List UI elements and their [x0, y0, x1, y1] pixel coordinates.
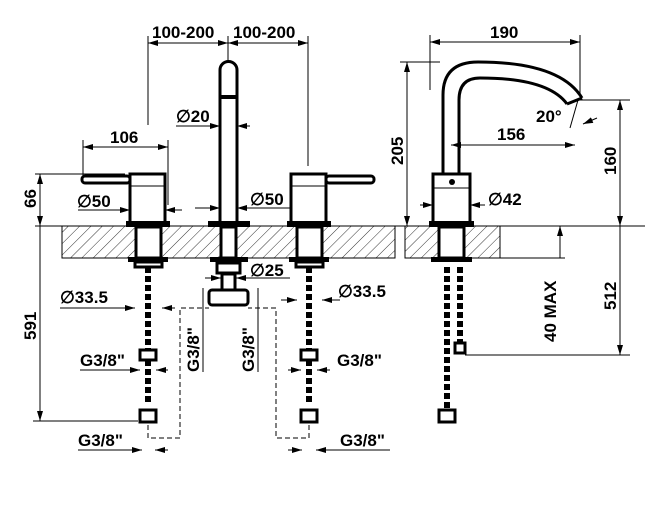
- body-diameter-label: ∅42: [488, 190, 522, 209]
- handle-height-label: 66: [21, 189, 40, 208]
- right-handle: [287, 172, 376, 269]
- thread-left-upper-label: G3/8": [80, 351, 125, 370]
- spout-height-label: 205: [388, 137, 407, 165]
- handle-diameter-right-label: ∅50: [250, 190, 284, 209]
- spout-diameter-label: ∅20: [176, 107, 210, 126]
- side-view-faucet: [429, 60, 584, 424]
- spout-reach-label: 190: [490, 23, 518, 42]
- outlet-height-label: 160: [601, 147, 620, 175]
- side-hose-length-label: 512: [601, 282, 620, 310]
- right-hose: [299, 267, 319, 424]
- spout-angle-label: 20°: [536, 107, 562, 126]
- left-connection-dashed: [147, 307, 209, 439]
- handle-diameter-left-label: ∅50: [77, 192, 111, 211]
- spout-shank-diameter-label: ∅25: [250, 261, 284, 280]
- spacing-right-label: 100-200: [233, 23, 295, 42]
- max-counter-thickness-label: 40 MAX: [541, 280, 560, 342]
- right-connection-dashed: [248, 307, 310, 439]
- thread-left-lower-label: G3/8": [78, 431, 123, 450]
- shank-diameter-left-label: ∅33.5: [60, 288, 108, 307]
- shank-diameter-right-label: ∅33.5: [338, 282, 386, 301]
- lever-length-label: 106: [110, 128, 138, 147]
- thread-center-right-label: G3/8": [239, 327, 258, 372]
- thread-right-upper-label: G3/8": [337, 351, 382, 370]
- dimension-lines: [33, 35, 630, 453]
- hose-length-label: 591: [21, 312, 40, 340]
- spacing-left-label: 100-200: [152, 23, 214, 42]
- left-hose: [138, 267, 158, 424]
- outlet-reach-label: 156: [497, 125, 525, 144]
- thread-center-left-label: G3/8": [184, 327, 203, 372]
- center-spout: [207, 60, 250, 307]
- thread-right-lower-label: G3/8": [340, 431, 385, 450]
